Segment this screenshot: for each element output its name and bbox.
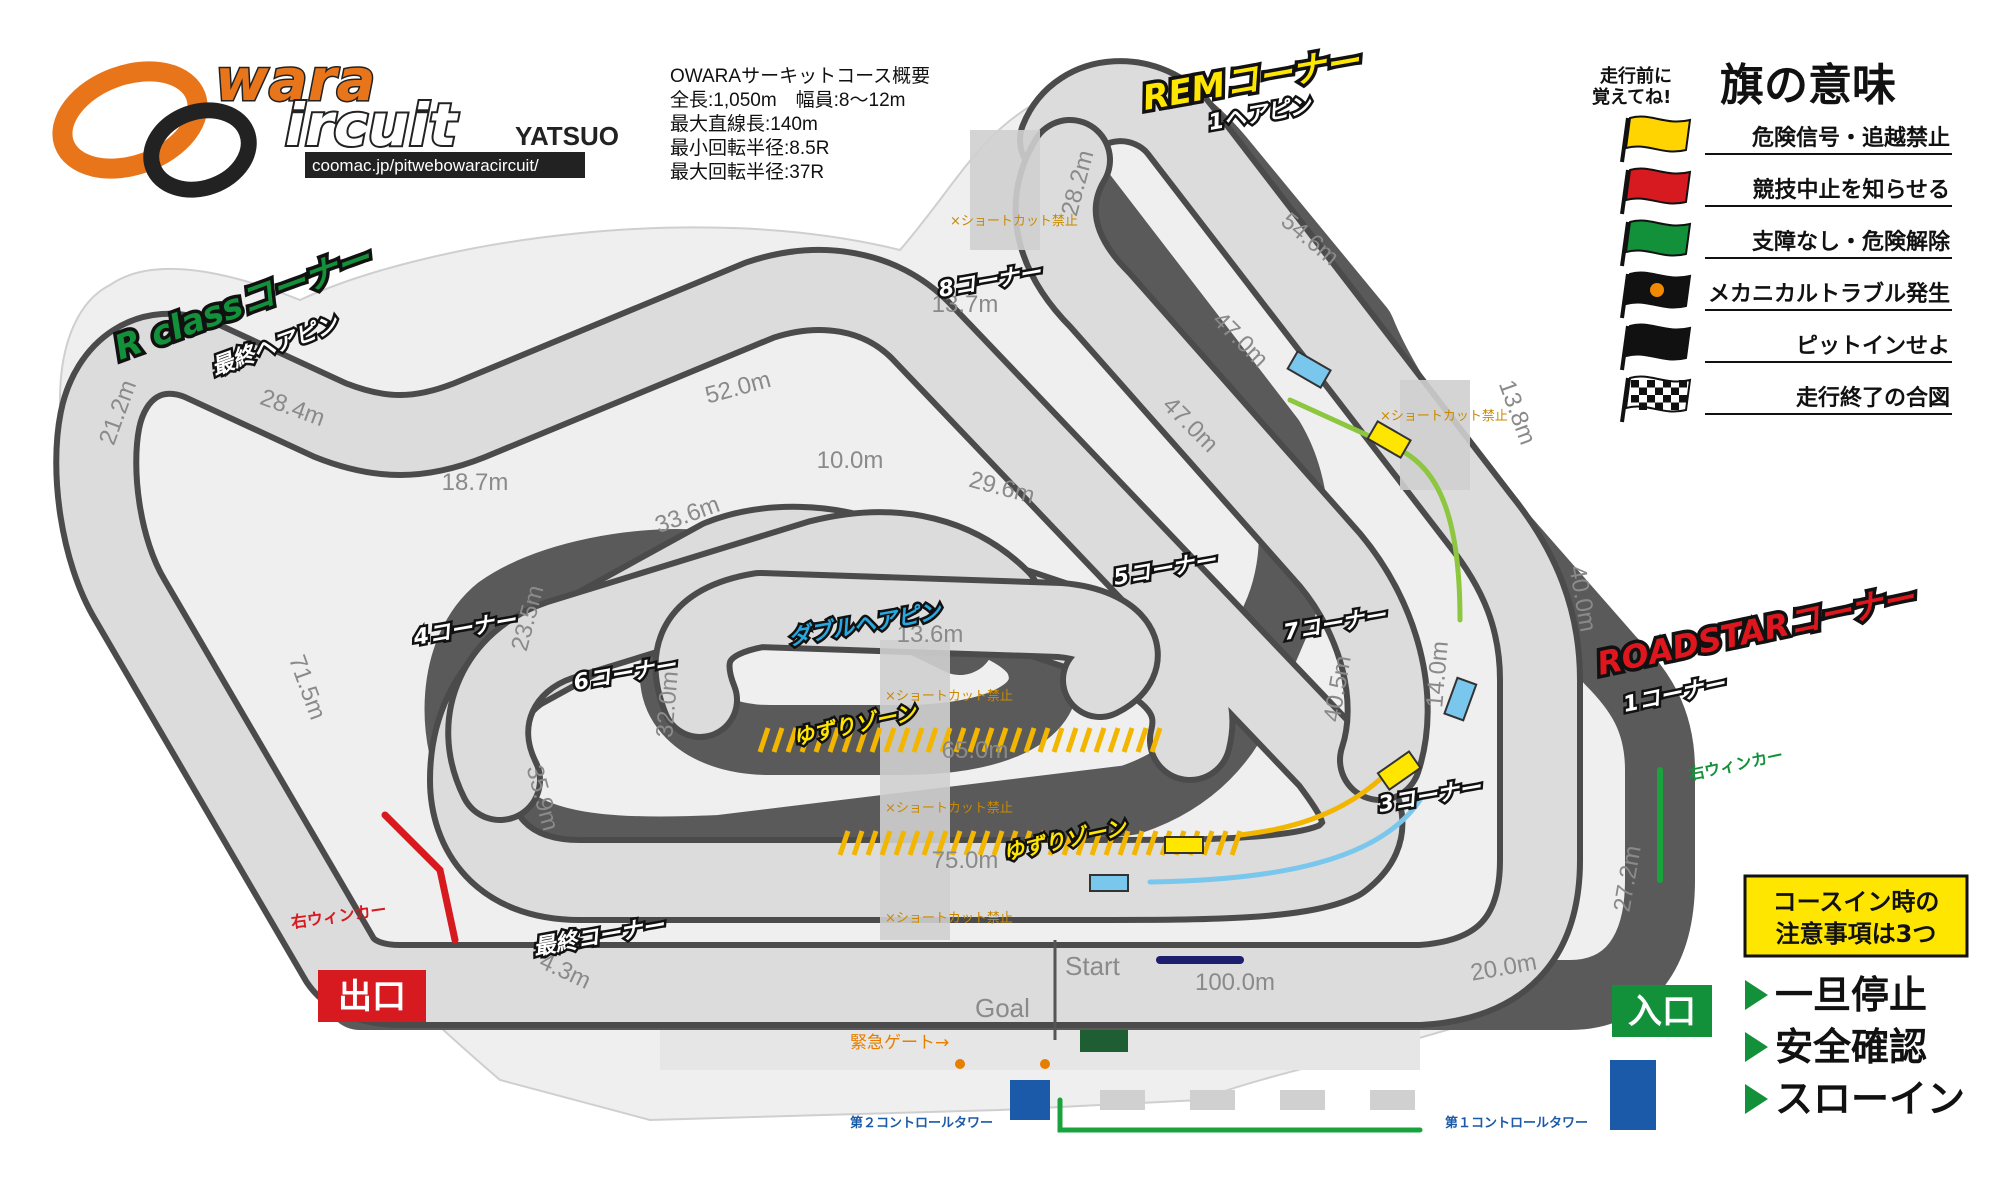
info-line-1: 全長:1,050m 幅員:8〜12m bbox=[670, 89, 905, 111]
flag-icon bbox=[1624, 115, 1692, 153]
right-winker-right: 右ウィンカー bbox=[1687, 745, 1785, 784]
exit-label: 出口 bbox=[338, 977, 406, 1017]
tower-2-label: 第２コントロールタワー bbox=[850, 1115, 993, 1131]
logo-ircuit: ircuit bbox=[285, 91, 459, 159]
flag-row: 支障なし・危険解除 bbox=[1620, 219, 1952, 267]
flag-row: 走行終了の合図 bbox=[1620, 375, 1952, 423]
caution-box: コースイン時の 注意事項は3つ bbox=[1743, 874, 1969, 958]
distance-label: 32.0m bbox=[651, 670, 684, 739]
caution-line-1: コースイン時の bbox=[1773, 888, 1940, 916]
flag-label: 競技中止を知らせる bbox=[1752, 177, 1950, 203]
route-arrows bbox=[381, 397, 1663, 1133]
flag-label: 支障なし・危険解除 bbox=[1752, 229, 1951, 255]
entrance-label: 入口 bbox=[1628, 992, 1696, 1032]
distance-label: 75.0m bbox=[932, 847, 999, 874]
shortcut-zones bbox=[880, 130, 1470, 940]
distance-label: 14.0m bbox=[1421, 640, 1454, 709]
emergency-gate-label: 緊急ゲート→ bbox=[850, 1033, 949, 1053]
distance-label: 65.0m bbox=[942, 737, 1009, 764]
flag-heading-small-2: 覚えてね! bbox=[1592, 86, 1671, 108]
shortcut-label-2: ×ショートカット禁止 bbox=[1380, 409, 1508, 424]
pit-area bbox=[660, 940, 1656, 1130]
distance-label: 10.0m bbox=[817, 447, 884, 474]
step-1: 一旦停止 bbox=[1775, 973, 1927, 1017]
shortcut-label-4: ×ショートカット禁止 bbox=[885, 801, 1013, 816]
roadstar-corner-label: ROADSTARコーナー bbox=[1594, 578, 1919, 683]
step-3: スローイン bbox=[1775, 1077, 1965, 1121]
flag-heading-big: 旗の意味 bbox=[1720, 60, 1896, 111]
owara-logo: wara ircuit YATSUO coomac.jp/pitwebowara… bbox=[52, 45, 619, 198]
control-tower-2-block bbox=[1010, 1080, 1050, 1120]
logo-wara: wara bbox=[215, 46, 375, 114]
distance-label: 18.7m bbox=[442, 469, 509, 496]
goal-label: Goal bbox=[975, 993, 1030, 1023]
step-2: 安全確認 bbox=[1775, 1025, 1927, 1069]
flag-icon bbox=[1624, 219, 1692, 257]
inner-loops bbox=[445, 117, 1431, 823]
logo-yatsuo: YATSUO bbox=[515, 121, 619, 151]
shortcut-label-3: ×ショートカット禁止 bbox=[885, 689, 1013, 704]
info-title: OWARAサーキットコース概要 bbox=[670, 65, 930, 87]
tower-1-label: 第１コントロールタワー bbox=[1445, 1115, 1588, 1131]
course-info: OWARAサーキットコース概要 全長:1,050m 幅員:8〜12m 最大直線長… bbox=[670, 65, 930, 183]
entrance-badge: 入口 bbox=[1612, 985, 1712, 1037]
yield-zone-hatches bbox=[757, 727, 1243, 856]
flag-heading-small-1: 走行前に bbox=[1600, 65, 1672, 87]
flag-row: メカニカルトラブル発生 bbox=[1620, 271, 1952, 319]
flag-label: ピットインせよ bbox=[1796, 334, 1950, 359]
entry-steps: 一旦停止 安全確認 スローイン bbox=[1745, 973, 1965, 1121]
distance-label: 100.0m bbox=[1195, 969, 1275, 996]
info-line-3: 最小回転半径:8.5R bbox=[670, 137, 829, 159]
caution-line-2: 注意事項は3つ bbox=[1776, 920, 1937, 948]
start-label: Start bbox=[1065, 951, 1121, 981]
flag-label: メカニカルトラブル発生 bbox=[1708, 281, 1950, 307]
flag-row: ピットインせよ bbox=[1620, 323, 1952, 371]
control-tower-1-block bbox=[1610, 1060, 1656, 1130]
flag-row: 競技中止を知らせる bbox=[1620, 167, 1952, 215]
flag-icon bbox=[1624, 167, 1692, 205]
exit-badge: 出口 bbox=[318, 970, 426, 1022]
flag-legend: 走行前に 覚えてね! 旗の意味 危険信号・追越禁止競技中止を知らせる支障なし・危… bbox=[1592, 60, 1952, 423]
info-line-2: 最大直線長:140m bbox=[670, 113, 818, 135]
flag-label: 危険信号・追越禁止 bbox=[1752, 125, 1950, 151]
flag-icon bbox=[1624, 323, 1692, 361]
marshal-markers bbox=[1089, 349, 1478, 892]
flag-row: 危険信号・追越禁止 bbox=[1620, 115, 1952, 163]
logo-url: coomac.jp/pitwebowaracircuit/ bbox=[312, 156, 539, 175]
distance-label: 13.7m bbox=[932, 291, 999, 318]
shortcut-label-1: ×ショートカット禁止 bbox=[950, 214, 1078, 229]
shortcut-label-5: ×ショートカット禁止 bbox=[885, 911, 1013, 926]
info-line-4: 最大回転半径:37R bbox=[670, 161, 824, 183]
distance-label: 13.6m bbox=[897, 621, 964, 648]
flag-label: 走行終了の合図 bbox=[1796, 385, 1950, 411]
